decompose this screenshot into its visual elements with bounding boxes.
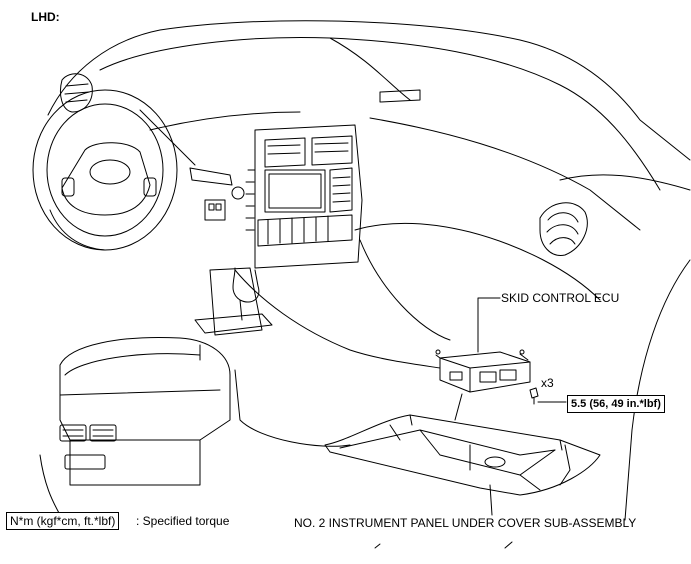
steering-wheel — [32, 89, 233, 251]
torque-value-box: 5.5 (56, 49 in.*lbf) — [567, 395, 665, 413]
variant-label: LHD: — [31, 10, 60, 24]
left-switch-panel — [204, 186, 245, 221]
legend-unit-box: N*m (kgf*cm, ft.*lbf) — [6, 512, 120, 530]
right-side-vent — [539, 202, 588, 256]
under-cover-panel — [324, 414, 601, 496]
floor-console — [194, 267, 273, 361]
under-cover-label: NO. 2 INSTRUMENT PANEL UNDER COVER SUB-A… — [294, 516, 637, 530]
left-side-vent — [59, 73, 93, 113]
skid-control-ecu — [435, 349, 531, 393]
armrest-console — [59, 337, 351, 486]
rear-vents — [39, 424, 117, 516]
leader-lines — [454, 297, 567, 516]
center-stack — [245, 124, 363, 269]
legend-description: : Specified torque — [136, 514, 230, 528]
bolt — [529, 387, 539, 405]
skid-control-ecu-label: SKID CONTROL ECU — [501, 291, 620, 305]
dashboard-outline — [47, 20, 691, 521]
tick-mark — [374, 543, 381, 549]
bolt-quantity-label: x3 — [541, 376, 554, 390]
tick-mark — [504, 541, 513, 549]
